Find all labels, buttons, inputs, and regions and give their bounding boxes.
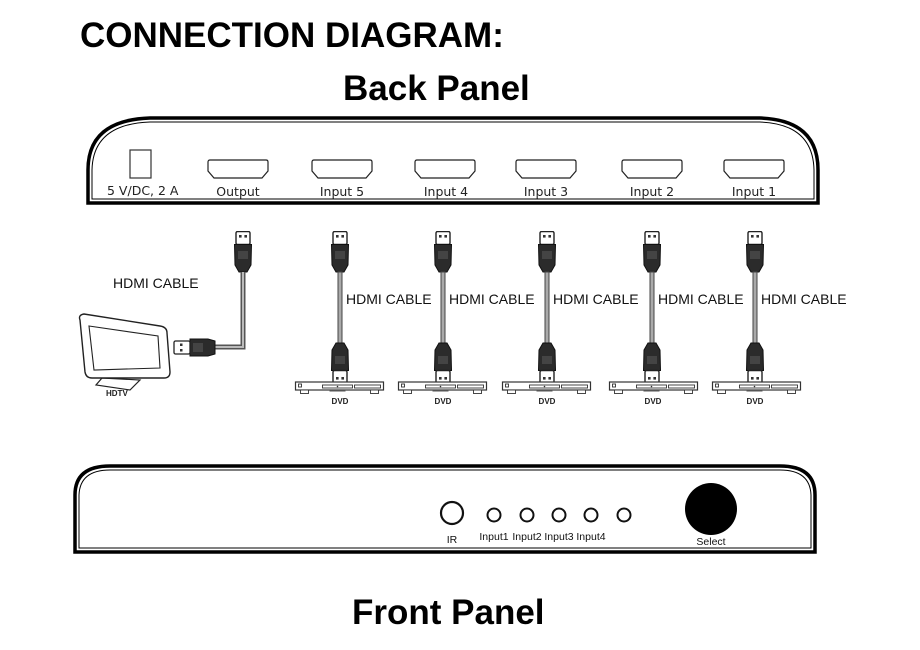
cable-label: HDMI CABLE [553, 291, 639, 307]
led-indicator-icon [486, 507, 502, 523]
hdmi-plug-icon [642, 231, 662, 273]
dvd-player-icon [608, 381, 699, 395]
input-led-5 [616, 507, 632, 523]
cable-label: HDMI CABLE [761, 291, 847, 307]
power-label: 5 V/DC, 2 A [107, 183, 179, 198]
port-input-1: Input 1 [723, 159, 785, 199]
hdmi-plug-icon [642, 342, 662, 384]
input-led-4: Input4 [576, 507, 606, 543]
select-button[interactable]: Select [685, 483, 737, 548]
cable-label: HDMI CABLE [449, 291, 535, 307]
hdmi-plug-icon [233, 231, 253, 273]
power-jack-icon [129, 149, 152, 179]
front-panel-heading: Front Panel [352, 593, 545, 632]
source-connection: HDMI CABLE DVD [294, 231, 432, 406]
port-label-input-4: Input 4 [424, 184, 468, 199]
port-label-input-3: Input 3 [524, 184, 568, 199]
port-label-input-5: Input 5 [320, 184, 364, 199]
ir-label: IR [447, 534, 458, 546]
dvd-player-icon [294, 381, 385, 395]
hdmi-plug-icon [330, 342, 350, 384]
select-label: Select [696, 536, 725, 548]
led-indicator-icon [519, 507, 535, 523]
led-label: Input2 [512, 531, 541, 543]
port-label-output: Output [216, 184, 260, 199]
dvd-label: DVD [645, 397, 662, 406]
hdmi-plug-icon [745, 231, 765, 273]
port-input-3: Input 3 [515, 159, 577, 199]
hdmi-plug-icon [537, 231, 557, 273]
back-panel-heading: Back Panel [343, 69, 530, 108]
select-button-icon[interactable] [685, 483, 737, 535]
hdmi-port-icon [723, 159, 785, 179]
tv-connection: HDMI CABLE HDTV [78, 231, 253, 398]
led-indicator-icon [616, 507, 632, 523]
hdmi-port-icon [621, 159, 683, 179]
hdmi-plug-icon [330, 231, 350, 273]
led-label: Input4 [576, 531, 605, 543]
hdmi-port-icon [311, 159, 373, 179]
tv-cable-label: HDMI CABLE [113, 275, 199, 291]
cable-label: HDMI CABLE [346, 291, 432, 307]
port-label-input-2: Input 2 [630, 184, 674, 199]
source-connection: HDMI CABLE DVD [608, 231, 744, 406]
input-led-3: Input3 [544, 507, 574, 543]
dvd-label: DVD [747, 397, 764, 406]
led-indicator-icon [583, 507, 599, 523]
hdmi-plug-icon [433, 231, 453, 273]
source-connection: HDMI CABLE DVD [501, 231, 639, 406]
dvd-player-icon [397, 381, 488, 395]
hdmi-port-icon [414, 159, 476, 179]
dvd-label: DVD [435, 397, 452, 406]
port-label-input-1: Input 1 [732, 184, 776, 199]
hdmi-plug-icon [433, 342, 453, 384]
input-led-1: Input1 [479, 507, 509, 543]
dvd-label: DVD [539, 397, 556, 406]
front-panel: IR Input1 Input2 Input3 Input4 Select [73, 464, 817, 554]
dvd-player-icon [501, 381, 592, 395]
ir-sensor-icon [439, 500, 465, 526]
led-label: Input1 [479, 531, 508, 543]
hdtv-label: HDTV [106, 389, 128, 398]
cable-label: HDMI CABLE [658, 291, 744, 307]
input-led-2: Input2 [512, 507, 542, 543]
diagram-title: CONNECTION DIAGRAM: [80, 16, 504, 55]
dvd-player-icon [711, 381, 802, 395]
led-indicator-icon [551, 507, 567, 523]
source-connection: HDMI CABLE DVD [711, 231, 847, 406]
back-panel: 5 V/DC, 2 A Output Input 5 Input 4 Input… [86, 116, 820, 205]
source-connection: HDMI CABLE DVD [397, 231, 535, 406]
hdmi-plug-icon [745, 342, 765, 384]
port-output: Output [207, 159, 269, 199]
power-jack: 5 V/DC, 2 A [107, 149, 179, 198]
dvd-label: DVD [332, 397, 349, 406]
hdmi-port-icon [515, 159, 577, 179]
port-input-4: Input 4 [414, 159, 476, 199]
hdmi-plug-icon [173, 338, 216, 357]
hdmi-plug-icon [537, 342, 557, 384]
port-input-2: Input 2 [621, 159, 683, 199]
led-label: Input3 [544, 531, 573, 543]
hdmi-port-icon [207, 159, 269, 179]
port-input-5: Input 5 [311, 159, 373, 199]
ir-receiver: IR [439, 500, 465, 546]
hdtv-icon [78, 313, 171, 391]
